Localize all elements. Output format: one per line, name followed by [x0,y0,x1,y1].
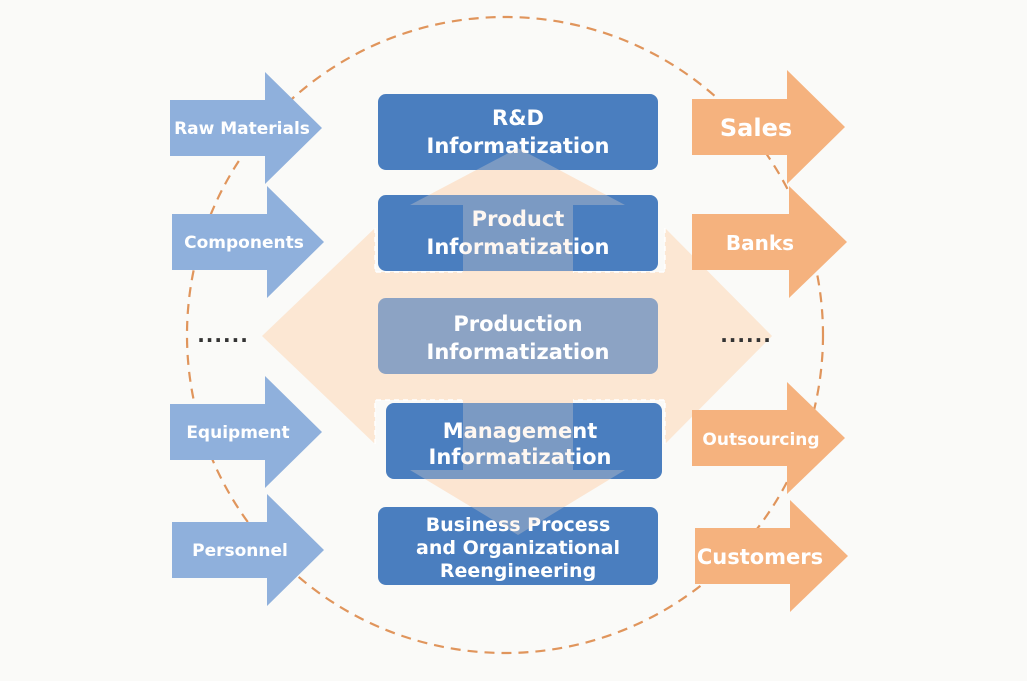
input-label: Components [184,233,304,253]
input-arrow-equipment: Equipment [170,376,322,488]
output-label: Sales [720,114,792,142]
layer-product-informatization: Product Informatization [378,195,658,271]
layer-label-line: Informatization [427,340,610,364]
output-ellipsis-text: ...... [720,323,772,347]
layer-label-line: and Organizational [416,537,620,559]
layer-box [378,507,658,585]
output-arrow-banks: Banks [692,186,847,298]
informatization-layers: R&D Informatization Product Informatizat… [378,94,662,585]
layer-management-informatization: Management Informatization [386,403,662,479]
output-label: Customers [697,545,823,569]
input-arrow-components: Components [172,186,324,298]
input-arrow-raw-materials: Raw Materials [170,72,322,184]
input-label: Equipment [186,423,289,443]
layer-label-line: Reengineering [440,560,596,582]
input-ellipsis-text: ...... [197,323,249,347]
layer-label-line: R&D [492,106,544,130]
dashed-outline [374,228,465,273]
output-label: Outsourcing [702,430,819,450]
layer-label-line: Informatization [427,134,610,158]
layer-box [378,195,658,271]
layer-business-process-reengineering: Business Process and Organizational Reen… [378,507,658,585]
output-label: Banks [726,231,794,255]
layer-label-line: Product [472,207,565,231]
output-arrows: Sales Banks ...... Outsourcing Customers [692,70,848,612]
input-arrows: Raw Materials Components ...... Equipmen… [170,72,324,606]
layer-rd-informatization: R&D Informatization [378,94,658,170]
output-arrow-sales: Sales [692,70,845,184]
output-arrow-customers: Customers [695,500,848,612]
layer-label-line: Management [443,419,598,443]
layer-label-line: Informatization [427,235,610,259]
layer-label-line: Business Process [426,514,611,536]
enterprise-boundary-circle [185,15,825,655]
input-ellipsis: ...... [197,323,249,347]
layer-label-line: Informatization [429,445,612,469]
overlay-down-arrow [410,400,625,535]
layer-box [378,298,658,374]
layer-label-line: Production [453,312,582,336]
layer-box [386,403,662,479]
cross-overlay [410,148,625,535]
input-arrow-personnel: Personnel [172,494,324,606]
input-label: Raw Materials [174,119,310,139]
output-ellipsis: ...... [720,323,772,347]
output-arrow-outsourcing: Outsourcing [692,382,845,494]
overlay-up-arrow [410,148,625,272]
input-label: Personnel [192,541,288,561]
layer-production-informatization: Production Informatization [378,298,658,374]
dashed-outline [374,399,465,444]
layer-box [378,94,658,170]
